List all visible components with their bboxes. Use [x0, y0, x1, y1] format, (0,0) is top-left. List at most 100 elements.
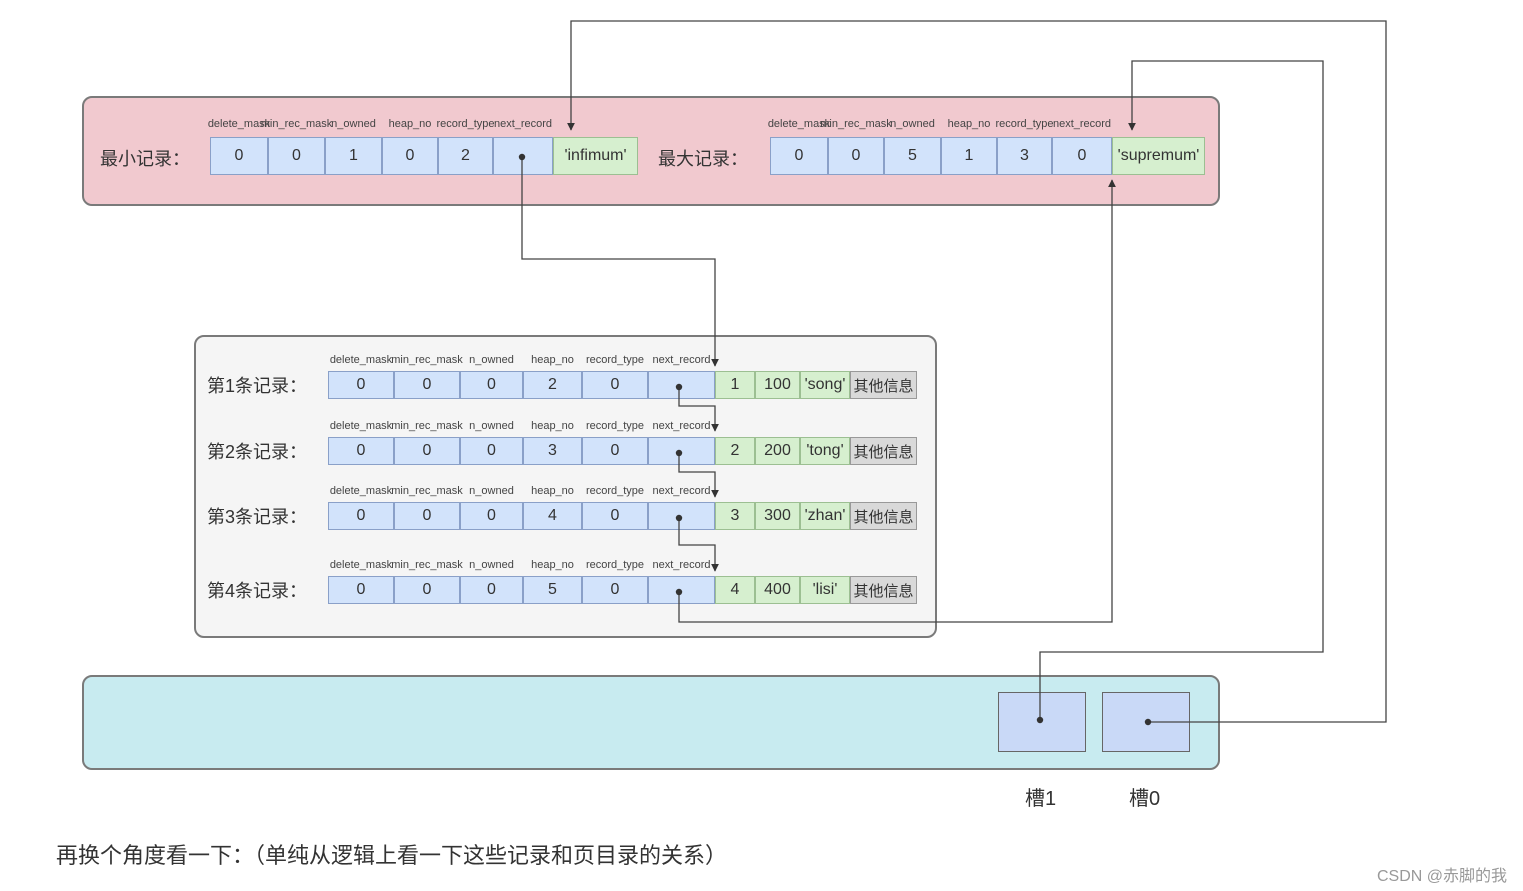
- record-3-header-heap_no: heap_no: [531, 485, 574, 497]
- record-4-cell-min_rec_mask: 0: [394, 576, 460, 604]
- supremum-cell-heap_no: 1: [941, 137, 997, 175]
- record-2-header-min_rec_mask: min_rec_mask: [391, 420, 463, 432]
- record-4-name-cell: 'lisi': [800, 576, 850, 604]
- record-2-cell-record_type: 0: [582, 437, 648, 465]
- record-4-value-cell: 400: [755, 576, 800, 604]
- record-2-cell-min_rec_mask: 0: [394, 437, 460, 465]
- record-1-header-min_rec_mask: min_rec_mask: [391, 354, 463, 366]
- supremum-cell-next_record: 0: [1052, 137, 1112, 175]
- slot-0: [1102, 692, 1190, 752]
- record-3-other-info-cell: 其他信息: [850, 502, 917, 530]
- supremum-cell-min_rec_mask: 0: [828, 137, 884, 175]
- record-3-cell-next_record: [648, 502, 715, 530]
- record-4-header-record_type: record_type: [585, 559, 645, 571]
- record-1-name-cell: 'song': [800, 371, 850, 399]
- infimum-name-cell: 'infimum': [553, 137, 638, 175]
- infimum-cell-heap_no: 0: [382, 137, 438, 175]
- infimum-header-record_type: record_type: [436, 118, 495, 130]
- record-2-header-next_record: next_record: [652, 420, 711, 432]
- record-4-cell-next_record: [648, 576, 715, 604]
- record-1-value-cell: 100: [755, 371, 800, 399]
- supremum-cell-record_type: 3: [997, 137, 1052, 175]
- record-3-header-n_owned: n_owned: [469, 485, 514, 497]
- supremum-header-n_owned: n_owned: [890, 118, 935, 130]
- record-2-cell-heap_no: 3: [523, 437, 582, 465]
- record-2-cell-next_record: [648, 437, 715, 465]
- record-4-header-min_rec_mask: min_rec_mask: [391, 559, 463, 571]
- record-4-other-info-cell: 其他信息: [850, 576, 917, 604]
- supremum-header-record_type: record_type: [995, 118, 1054, 130]
- record-4-cell-delete_mask: 0: [328, 576, 394, 604]
- record-1-cell-record_type: 0: [582, 371, 648, 399]
- slot-1-label: 槽1: [1025, 788, 1057, 810]
- record-3-value-cell: 300: [755, 502, 800, 530]
- record-4-cell-heap_no: 5: [523, 576, 582, 604]
- record-1-label: 第1条记录：: [207, 376, 308, 396]
- supremum-name-cell: 'supremum': [1112, 137, 1205, 175]
- record-3-cell-delete_mask: 0: [328, 502, 394, 530]
- record-1-header-next_record: next_record: [652, 354, 711, 366]
- infimum-label: 最小记录：: [100, 149, 190, 169]
- infimum-header-heap_no: heap_no: [388, 118, 432, 130]
- record-1-cell-heap_no: 2: [523, 371, 582, 399]
- record-1-id-cell: 1: [715, 371, 755, 399]
- record-3-cell-n_owned: 0: [460, 502, 523, 530]
- infimum-header-n_owned: n_owned: [331, 118, 376, 130]
- record-2-cell-delete_mask: 0: [328, 437, 394, 465]
- slot-1: [998, 692, 1086, 752]
- record-4-header-delete_mask: delete_mask: [329, 559, 393, 571]
- infimum-header-delete_mask: delete_mask: [207, 118, 271, 130]
- record-4-id-cell: 4: [715, 576, 755, 604]
- infimum-cell-min_rec_mask: 0: [268, 137, 325, 175]
- record-2-header-delete_mask: delete_mask: [329, 420, 393, 432]
- record-3-header-next_record: next_record: [652, 485, 711, 497]
- supremum-header-next_record: next_record: [1052, 118, 1112, 130]
- record-4-cell-record_type: 0: [582, 576, 648, 604]
- record-4-header-n_owned: n_owned: [469, 559, 514, 571]
- record-1-header-delete_mask: delete_mask: [329, 354, 393, 366]
- record-1-cell-delete_mask: 0: [328, 371, 394, 399]
- record-3-header-min_rec_mask: min_rec_mask: [391, 485, 463, 497]
- record-1-cell-next_record: [648, 371, 715, 399]
- supremum-cell-n_owned: 5: [884, 137, 941, 175]
- record-2-header-n_owned: n_owned: [469, 420, 514, 432]
- record-4-label: 第4条记录：: [207, 581, 308, 601]
- record-4-cell-n_owned: 0: [460, 576, 523, 604]
- record-2-header-heap_no: heap_no: [531, 420, 574, 432]
- infimum-cell-n_owned: 1: [325, 137, 382, 175]
- supremum-header-heap_no: heap_no: [947, 118, 991, 130]
- infimum-cell-next_record: [493, 137, 553, 175]
- record-2-name-cell: 'tong': [800, 437, 850, 465]
- record-3-id-cell: 3: [715, 502, 755, 530]
- record-3-header-record_type: record_type: [585, 485, 645, 497]
- record-1-cell-min_rec_mask: 0: [394, 371, 460, 399]
- supremum-cell-delete_mask: 0: [770, 137, 828, 175]
- record-1-header-heap_no: heap_no: [531, 354, 574, 366]
- record-1-header-n_owned: n_owned: [469, 354, 514, 366]
- record-4-header-next_record: next_record: [652, 559, 711, 571]
- record-2-id-cell: 2: [715, 437, 755, 465]
- supremum-label: 最大记录：: [658, 149, 748, 169]
- record-1-cell-n_owned: 0: [460, 371, 523, 399]
- record-2-label: 第2条记录：: [207, 442, 308, 462]
- record-3-header-delete_mask: delete_mask: [329, 485, 393, 497]
- record-2-other-info-cell: 其他信息: [850, 437, 917, 465]
- infimum-cell-record_type: 2: [438, 137, 493, 175]
- record-2-value-cell: 200: [755, 437, 800, 465]
- record-3-cell-record_type: 0: [582, 502, 648, 530]
- infimum-header-min_rec_mask: min_rec_mask: [260, 118, 333, 130]
- slot-0-label: 槽0: [1129, 788, 1161, 810]
- record-3-label: 第3条记录：: [207, 507, 308, 527]
- infimum-header-next_record: next_record: [493, 118, 553, 130]
- supremum-header-min_rec_mask: min_rec_mask: [820, 118, 892, 130]
- watermark: CSDN @赤脚的我: [1376, 868, 1507, 885]
- record-2-cell-n_owned: 0: [460, 437, 523, 465]
- record-1-other-info-cell: 其他信息: [850, 371, 917, 399]
- record-3-cell-heap_no: 4: [523, 502, 582, 530]
- infimum-cell-delete_mask: 0: [210, 137, 268, 175]
- record-3-name-cell: 'zhan': [800, 502, 850, 530]
- record-4-header-heap_no: heap_no: [531, 559, 574, 571]
- record-1-header-record_type: record_type: [585, 354, 645, 366]
- record-2-header-record_type: record_type: [585, 420, 645, 432]
- caption: 再换个角度看一下：（单纯从逻辑上看一下这些记录和页目录的关系）: [56, 843, 728, 868]
